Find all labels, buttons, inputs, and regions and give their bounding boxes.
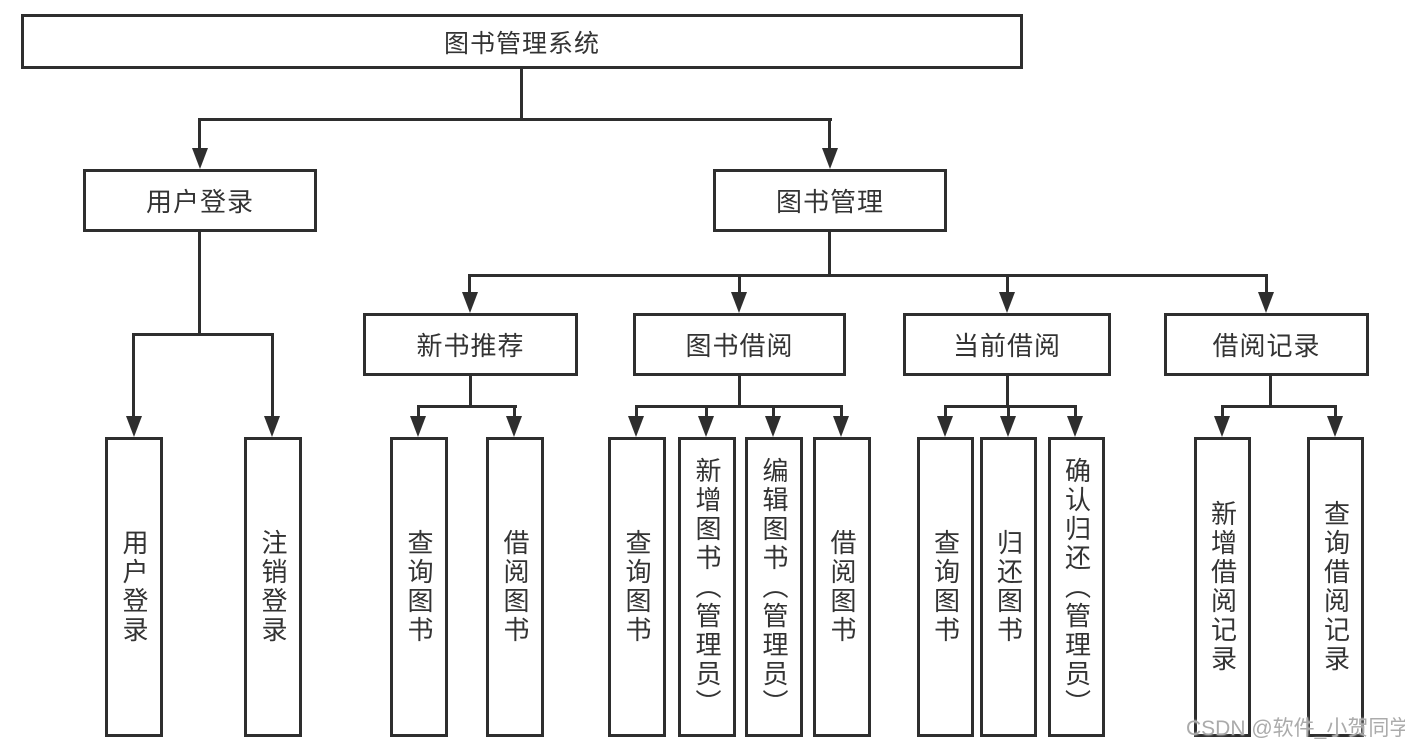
node-label: 用户登录 — [145, 187, 254, 217]
leaf-confirm-return-admin: 确认归还（管理员） — [1048, 437, 1105, 737]
node-label: 新增借阅记录 — [1207, 500, 1238, 674]
connector-line — [132, 333, 135, 418]
node-label: 查询借阅记录 — [1320, 500, 1351, 674]
arrowhead-down-icon — [698, 416, 714, 437]
node-label: 注销登录 — [258, 529, 288, 645]
node-label: 新增图书（管理员） — [692, 456, 722, 718]
connector-line — [772, 405, 775, 420]
arrowhead-down-icon — [1000, 416, 1016, 437]
connector-line — [840, 405, 843, 420]
node-user-login: 用户登录 — [83, 169, 317, 232]
node-label: 查询图书 — [404, 529, 434, 645]
connector-line — [468, 274, 471, 296]
connector-line — [1006, 376, 1009, 407]
arrowhead-down-icon — [731, 292, 747, 313]
connector-line — [198, 118, 201, 152]
arrowhead-down-icon — [506, 416, 522, 437]
connector-line — [705, 405, 708, 420]
connector-line — [828, 118, 831, 152]
connector-line — [635, 405, 638, 420]
connector-line — [1334, 405, 1337, 420]
arrowhead-down-icon — [1327, 416, 1343, 437]
node-label: 图书管理 — [775, 187, 884, 217]
arrowhead-down-icon — [765, 416, 781, 437]
leaf-add-books-admin: 新增图书（管理员） — [678, 437, 736, 737]
leaf-logout: 注销登录 — [244, 437, 302, 737]
leaf-user-login: 用户登录 — [105, 437, 163, 737]
connector-line — [1007, 405, 1010, 420]
leaf-query-books-recommend: 查询图书 — [390, 437, 448, 737]
connector-line — [1074, 405, 1077, 420]
connector-line — [417, 405, 517, 408]
arrowhead-down-icon — [264, 416, 280, 437]
connector-line — [944, 405, 947, 420]
arrowhead-down-icon — [833, 416, 849, 437]
connector-line — [513, 405, 516, 420]
node-label: 借阅记录 — [1212, 331, 1321, 361]
connector-line — [1006, 274, 1009, 296]
node-label: 查询图书 — [622, 529, 652, 645]
leaf-return-books: 归还图书 — [980, 437, 1037, 737]
arrowhead-down-icon — [628, 416, 644, 437]
node-book-borrow: 图书借阅 — [633, 313, 846, 376]
connector-line — [944, 405, 1077, 408]
arrowhead-down-icon — [1258, 292, 1274, 313]
node-new-book-recommend: 新书推荐 — [363, 313, 578, 376]
arrowhead-down-icon — [462, 292, 478, 313]
node-book-management: 图书管理 — [713, 169, 947, 232]
node-label: 新书推荐 — [416, 331, 525, 361]
node-label: 借阅图书 — [500, 529, 530, 645]
connector-line — [271, 333, 274, 418]
connector-line — [1269, 376, 1272, 407]
arrowhead-down-icon — [1067, 416, 1083, 437]
node-label: 查询图书 — [930, 529, 961, 645]
arrowhead-down-icon — [937, 416, 953, 437]
connector-line — [1221, 405, 1224, 420]
node-library-management-system: 图书管理系统 — [21, 14, 1023, 69]
connector-line — [635, 405, 843, 408]
connector-line — [1265, 274, 1268, 296]
connector-line — [738, 376, 741, 407]
arrowhead-down-icon — [822, 148, 838, 169]
leaf-query-books-borrow: 查询图书 — [608, 437, 666, 737]
connector-line — [1221, 405, 1337, 408]
connector-line — [828, 232, 831, 276]
node-label: 当前借阅 — [952, 331, 1061, 361]
leaf-query-borrow-record: 查询借阅记录 — [1307, 437, 1364, 737]
leaf-borrow-books-borrow: 借阅图书 — [813, 437, 871, 737]
node-current-borrow: 当前借阅 — [903, 313, 1111, 376]
node-label: 编辑图书（管理员） — [759, 456, 789, 718]
node-label: 图书管理系统 — [443, 29, 600, 58]
connector-line — [468, 274, 1268, 277]
csdn-watermark: CSDN @软件_小贺同学 — [1186, 717, 1405, 740]
node-label: 图书借阅 — [685, 331, 794, 361]
connector-line — [133, 333, 274, 336]
node-label: 用户登录 — [119, 529, 149, 645]
arrowhead-down-icon — [410, 416, 426, 437]
leaf-borrow-books-recommend: 借阅图书 — [486, 437, 544, 737]
arrowhead-down-icon — [999, 292, 1015, 313]
arrowhead-down-icon — [126, 416, 142, 437]
leaf-add-borrow-record: 新增借阅记录 — [1194, 437, 1251, 737]
connector-line — [738, 274, 741, 296]
arrowhead-down-icon — [1214, 416, 1230, 437]
connector-line — [417, 405, 420, 420]
arrowhead-down-icon — [192, 148, 208, 169]
connector-line — [198, 232, 201, 335]
node-label: 归还图书 — [993, 529, 1024, 645]
connector-line — [198, 118, 832, 121]
connector-line — [469, 376, 472, 407]
node-label: 确认归还（管理员） — [1061, 456, 1092, 718]
node-label: 借阅图书 — [827, 529, 857, 645]
leaf-edit-books-admin: 编辑图书（管理员） — [745, 437, 803, 737]
connector-line — [520, 67, 523, 120]
leaf-query-books-current: 查询图书 — [917, 437, 974, 737]
node-borrow-records: 借阅记录 — [1164, 313, 1369, 376]
